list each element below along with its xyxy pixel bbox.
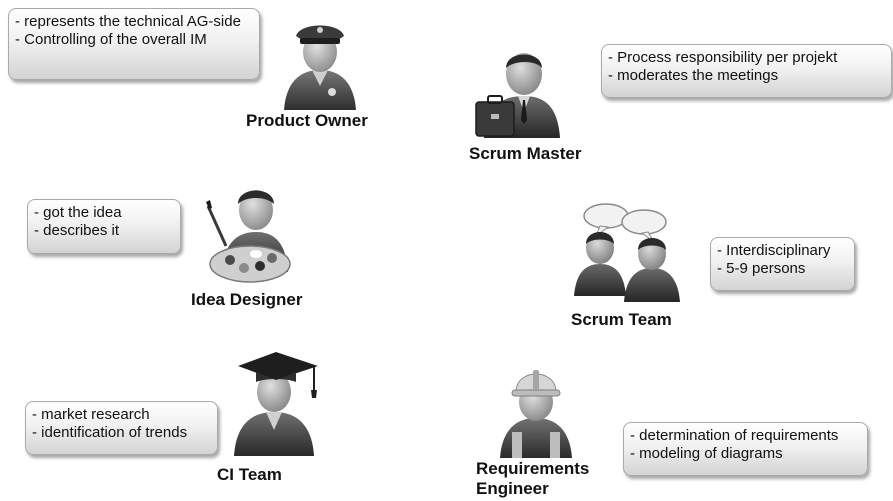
painter-with-palette-icon: [200, 180, 300, 286]
construction-worker-helmet-icon: [492, 362, 582, 458]
scrum-team-label: Scrum Team: [571, 310, 672, 329]
product-owner-note: - represents the technical AG-side - Con…: [8, 8, 260, 80]
note-line: - describes it: [34, 222, 120, 239]
note-line: - got the idea: [34, 204, 122, 221]
ci-team-note: - market research - identification of tr…: [25, 401, 218, 455]
ci-team-label: CI Team: [217, 465, 282, 484]
police-officer-icon: [278, 14, 362, 110]
two-people-talking-icon: [572, 202, 684, 304]
product-owner-label: Product Owner: [246, 111, 368, 130]
businessman-with-briefcase-icon: [474, 38, 564, 142]
graduate-cap-icon: [226, 348, 334, 458]
label-line: Engineer: [476, 479, 549, 498]
note-line: - 5-9 persons: [717, 260, 806, 277]
scrum-master-label: Scrum Master: [469, 144, 582, 163]
note-line: - Interdisciplinary: [717, 242, 831, 259]
note-line: - modeling of diagrams: [630, 445, 783, 462]
requirements-engineer-label: Requirements Engineer: [476, 459, 589, 499]
idea-designer-note: - got the idea - describes it: [27, 199, 181, 254]
note-line: - Controlling of the overall IM: [15, 31, 207, 48]
note-line: - determination of requirements: [630, 427, 839, 444]
note-line: - identification of trends: [32, 424, 188, 441]
label-line: Requirements: [476, 459, 590, 478]
note-line: - market research: [32, 406, 150, 423]
note-line: - Process responsibility per projekt: [608, 49, 838, 66]
note-line: - represents the technical AG-side: [15, 13, 241, 30]
scrum-master-note: - Process responsibility per projekt - m…: [601, 44, 892, 98]
note-line: - moderates the meetings: [608, 67, 779, 84]
requirements-engineer-note: - determination of requirements - modeli…: [623, 422, 868, 476]
scrum-team-note: - Interdisciplinary - 5-9 persons: [710, 237, 855, 291]
idea-designer-label: Idea Designer: [191, 290, 303, 309]
